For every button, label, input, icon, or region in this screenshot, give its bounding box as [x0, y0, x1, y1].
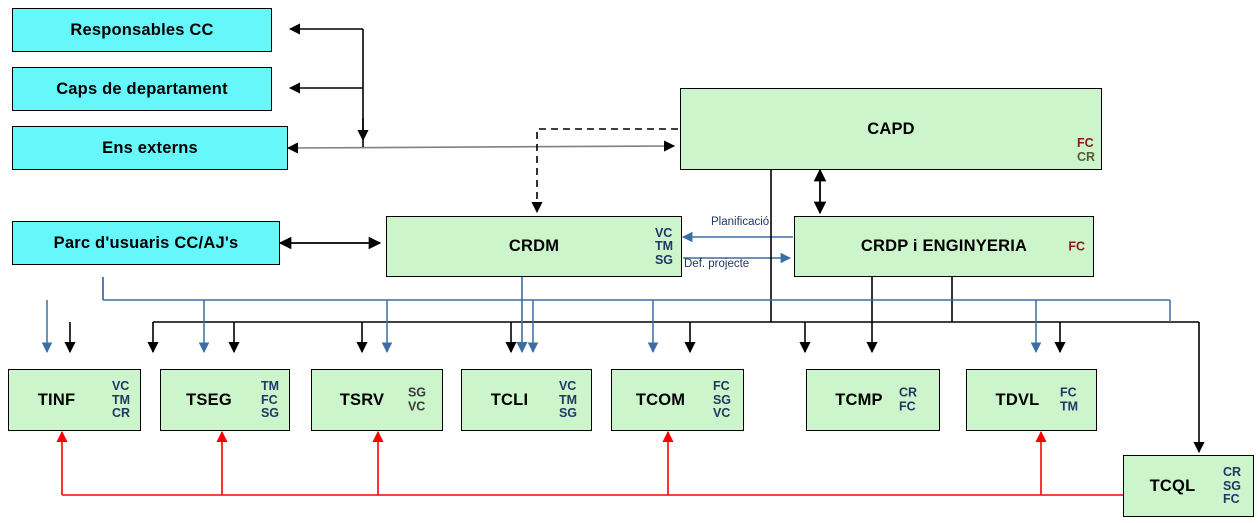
edge-label-def-projecte: Def. projecte: [684, 258, 750, 270]
code-item: FC: [1222, 491, 1240, 506]
code-item: TM: [260, 378, 279, 393]
code-item: FC: [260, 392, 278, 407]
node-label: Responsables CC: [70, 20, 214, 39]
node-label: CAPD: [867, 119, 915, 138]
node-codes-tcql: CR SG FC: [1222, 464, 1241, 507]
code-item: VC: [654, 225, 673, 240]
code-item: SG: [407, 385, 426, 400]
code-item: CR: [898, 385, 917, 400]
node-codes-crdp: FC: [1068, 238, 1085, 254]
node-label: Parc d'usuaris CC/AJ's: [53, 233, 239, 252]
code-item: FC: [1076, 136, 1094, 150]
node-codes-tsrv: SG VC: [407, 385, 426, 414]
code-item: SG: [558, 405, 577, 420]
code-item: CR: [1222, 464, 1241, 479]
code-item: VC: [407, 399, 426, 413]
code-item: SG: [712, 392, 731, 407]
code-item: FC: [898, 399, 916, 413]
link-crdp-tcmp: [866, 277, 953, 354]
node-label: TCQL: [1149, 476, 1196, 495]
code-item: TM: [558, 392, 577, 407]
node-ens-externs[interactable]: Ens externs: [12, 126, 288, 170]
bus-blue-from-crdm: [41, 277, 1170, 354]
node-tseg[interactable]: TSEG TM FC SG: [160, 369, 290, 431]
code-item: SG: [260, 405, 279, 420]
code-item: TM: [654, 238, 673, 253]
node-crdm[interactable]: CRDM VC TM SG: [386, 216, 682, 277]
code-item: TM: [1059, 399, 1078, 413]
node-label: Ens externs: [102, 138, 198, 157]
node-label: TCOM: [635, 390, 686, 409]
node-codes-crdm: VC TM SG: [655, 226, 673, 267]
node-tcql[interactable]: TCQL CR SG FC: [1123, 455, 1254, 517]
node-tcli[interactable]: TCLI VC TM SG: [461, 369, 592, 431]
node-codes-capd: FC CR: [1076, 136, 1095, 164]
code-item: SG: [1222, 478, 1241, 493]
node-codes-tcmp: CR FC: [898, 385, 917, 414]
node-responsables-cc[interactable]: Responsables CC: [12, 8, 272, 52]
node-codes-tdvl: FC TM: [1059, 385, 1078, 414]
code-item: VC: [111, 378, 130, 393]
bus-red-from-tcql: [56, 430, 1123, 496]
code-item: CR: [111, 405, 130, 420]
link-capd-crdm-dashed: [531, 128, 678, 214]
link-branch-to-top-boxes: [288, 23, 369, 147]
code-item: VC: [558, 378, 577, 393]
node-tsrv[interactable]: TSRV SG VC: [311, 369, 443, 431]
node-label: TSRV: [339, 390, 385, 409]
node-label: TCMP: [835, 390, 883, 409]
bus-blue-crdm-stub: [102, 277, 1171, 322]
node-tdvl[interactable]: TDVL FC TM: [966, 369, 1097, 431]
code-item: FC: [712, 378, 730, 393]
node-parc-usuaris[interactable]: Parc d'usuaris CC/AJ's: [12, 221, 280, 265]
node-capd[interactable]: CAPD FC CR: [680, 88, 1102, 170]
node-label: TSEG: [186, 390, 232, 409]
node-crdp-enginyeria[interactable]: CRDP i ENGINYERIA FC: [794, 216, 1094, 277]
code-item: TM: [111, 392, 130, 407]
node-codes-tcom: FC SG VC: [712, 378, 731, 421]
node-label: CRDM: [508, 237, 560, 255]
code-item: FC: [1068, 238, 1085, 253]
code-item: VC: [712, 405, 731, 420]
bus-black-tseg-branch: [228, 322, 368, 354]
node-tinf[interactable]: TINF VC TM CR: [8, 369, 141, 431]
link-ens-externs-capd: [286, 140, 676, 154]
node-tcmp[interactable]: TCMP CR FC: [806, 369, 940, 431]
node-label: TCLI: [490, 390, 529, 409]
code-item: CR: [1076, 149, 1095, 164]
edge-label-planificacio: Planificació: [711, 216, 770, 228]
code-item: FC: [1059, 385, 1077, 400]
node-codes-tinf: VC TM CR: [111, 378, 130, 421]
code-item: SG: [654, 252, 673, 267]
node-tcom[interactable]: TCOM FC SG VC: [611, 369, 744, 431]
node-caps-departament[interactable]: Caps de departament: [12, 67, 272, 111]
node-label: TDVL: [995, 390, 1040, 409]
node-codes-tseg: TM FC SG: [260, 378, 279, 421]
node-codes-tcli: VC TM SG: [558, 378, 577, 421]
node-label: TINF: [37, 390, 76, 409]
node-label: Caps de departament: [56, 79, 228, 98]
node-label: CRDP i ENGINYERIA: [860, 237, 1028, 255]
